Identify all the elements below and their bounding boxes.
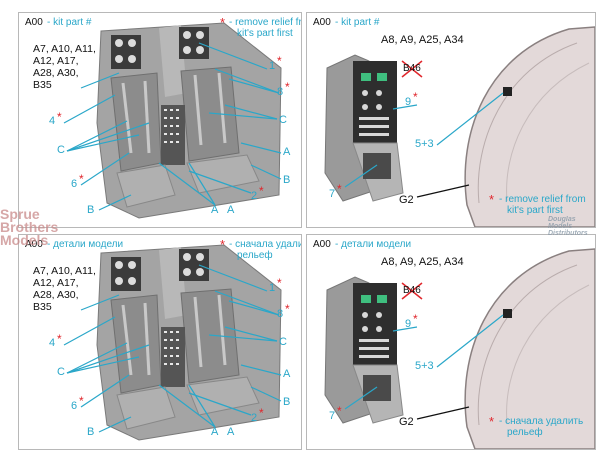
panel-top-left-seats-en: A00 - kit part # * - remove relief from … (18, 12, 302, 228)
label-a-bottom: A (211, 205, 218, 216)
label-2: 2 (251, 413, 257, 424)
warning-text: - remove relief from (229, 18, 302, 28)
header-code: A00 (313, 18, 331, 28)
label-7: 7 (329, 189, 335, 200)
warning-text: - сначала удалить (229, 240, 302, 250)
watermark-line: Models (0, 234, 58, 247)
warning-star: * (220, 16, 225, 29)
panel-bottom-left-seats-ru: A00 - детали модели * - сначала удалить … (18, 234, 302, 450)
header-text: - детали модели (47, 240, 123, 250)
label-9: 9 (405, 97, 411, 108)
crossed-part: B46 (403, 286, 421, 296)
watermark-line: Douglas (548, 216, 588, 223)
label-b-right: B (283, 175, 290, 186)
parts-line: A28, A30, (33, 289, 113, 301)
label-6: 6 (71, 179, 77, 190)
label-a-right: A (283, 369, 290, 380)
label-a-bottom: A (211, 427, 218, 438)
header-text: - kit part # (47, 18, 91, 28)
warning-text: - сначала удалить (499, 417, 583, 427)
label-a: A (227, 205, 234, 216)
label-4: 4 (49, 338, 55, 349)
star-6: * (79, 395, 84, 407)
label-6: 6 (71, 401, 77, 412)
label-a: A (227, 427, 234, 438)
warning-star: * (220, 238, 225, 251)
parts-list: A8, A9, A25, A34 (381, 35, 464, 46)
star-2: * (259, 407, 264, 419)
label-2: 2 (251, 191, 257, 202)
star-6: * (79, 173, 84, 185)
label-8: 8 (277, 87, 283, 98)
star-2: * (259, 185, 264, 197)
label-c-right: C (279, 337, 287, 348)
label-7: 7 (329, 411, 335, 422)
label-1: 1 (269, 61, 275, 72)
parts-list: A7, A10, A11, A12, A17, A28, A30, B35 (33, 43, 113, 91)
label-g2: G2 (399, 195, 414, 206)
label-5plus3: 5+3 (415, 139, 434, 150)
star-9: * (413, 313, 418, 325)
star-7: * (337, 183, 342, 195)
watermark-sprue-brothers: Sprue Brothers Models (0, 208, 58, 247)
warning-star: * (489, 193, 494, 206)
star-7: * (337, 405, 342, 417)
parts-line: A28, A30, (33, 67, 113, 79)
label-c-right: C (279, 115, 287, 126)
label-b-right: B (283, 397, 290, 408)
watermark-line: Distributors (548, 230, 588, 237)
label-c: C (57, 145, 65, 156)
warning-text: - remove relief from (499, 195, 586, 205)
star-8: * (285, 303, 290, 315)
label-b: B (87, 427, 94, 438)
label-1: 1 (269, 283, 275, 294)
parts-line: A7, A10, A11, (33, 43, 113, 55)
watermark-douglas-models: Douglas Models Distributors (548, 216, 588, 237)
star-4: * (57, 111, 62, 123)
star-9: * (413, 91, 418, 103)
parts-line: B35 (33, 301, 113, 313)
label-g2: G2 (399, 417, 414, 428)
label-8: 8 (277, 309, 283, 320)
parts-line: A12, A17, (33, 277, 113, 289)
panel-top-right-console-en: A00 - kit part # A8, A9, A25, A34 B46 9 … (306, 12, 596, 228)
label-a-right: A (283, 147, 290, 158)
parts-list: A8, A9, A25, A34 (381, 257, 464, 268)
label-b: B (87, 205, 94, 216)
parts-list: A7, A10, A11, A12, A17, A28, A30, B35 (33, 265, 113, 313)
label-5plus3: 5+3 (415, 361, 434, 372)
star-1: * (277, 55, 282, 67)
crossed-part: B46 (403, 64, 421, 74)
parts-line: A12, A17, (33, 55, 113, 67)
header-code: A00 (25, 18, 43, 28)
header-text: - детали модели (335, 240, 411, 250)
label-9: 9 (405, 319, 411, 330)
warning-star: * (489, 415, 494, 428)
label-c: C (57, 367, 65, 378)
warning-text-line2: рельеф (507, 428, 543, 438)
watermark-line: Models (548, 223, 588, 230)
star-8: * (285, 81, 290, 93)
label-4: 4 (49, 116, 55, 127)
header-text: - kit part # (335, 18, 379, 28)
star-1: * (277, 277, 282, 289)
star-4: * (57, 333, 62, 345)
warning-text-line2: рельеф (237, 251, 273, 261)
warning-text-line2: kit's part first (237, 29, 293, 39)
parts-line: A7, A10, A11, (33, 265, 113, 277)
parts-line: B35 (33, 79, 113, 91)
panel-bottom-right-console-ru: A00 - детали модели A8, A9, A25, A34 B46… (306, 234, 596, 450)
header-code: A00 (313, 240, 331, 250)
warning-text-line2: kit's part first (507, 206, 563, 216)
